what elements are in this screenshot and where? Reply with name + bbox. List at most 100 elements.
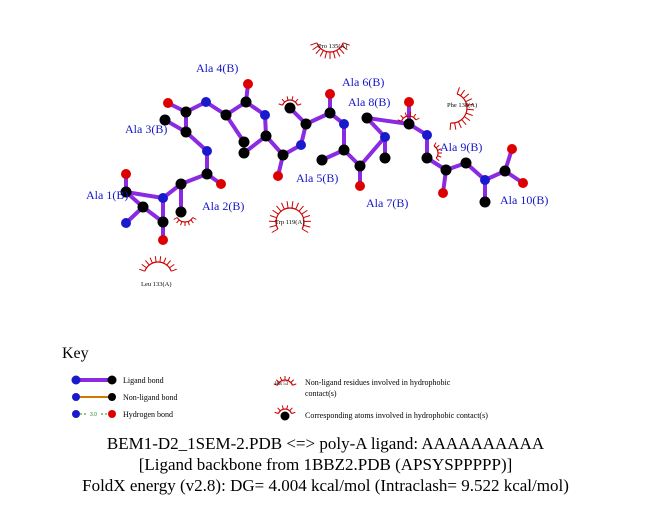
residue-label-ala9: Ala 9(B) — [440, 140, 482, 154]
hydrophobic-arc-icon — [273, 376, 297, 386]
nitrogen-atom — [202, 146, 212, 156]
residue-label-ala1: Ala 1(B) — [86, 188, 128, 202]
carbon-atom — [238, 136, 250, 148]
carbon-atom — [354, 160, 366, 172]
carbon-atom — [137, 201, 149, 213]
key-nonligand-bond: Non-ligand bond — [123, 393, 177, 402]
nitrogen-atom — [422, 130, 432, 140]
ligand-bond — [124, 190, 165, 200]
carbon-atom-icon — [108, 393, 116, 401]
hydrophobic-arc-phe138 — [449, 87, 474, 130]
hydrophobic-label-trp119: Trp 119(A) — [275, 219, 304, 226]
carbon-atom — [238, 147, 250, 159]
carbon-atom — [180, 106, 192, 118]
nitrogen-atom-icon — [72, 393, 80, 401]
carbon-atom — [284, 102, 296, 114]
carbon-atom — [361, 112, 373, 124]
carbon-atom — [479, 196, 491, 208]
key-hydrogen-bond: Hydrogen bond — [123, 410, 173, 419]
nitrogen-atom — [380, 132, 390, 142]
carbon-atom — [175, 178, 187, 190]
residue-label-ala10: Ala 10(B) — [500, 193, 548, 207]
ligand-bond — [365, 116, 411, 126]
residue-label-ala7: Ala 7(B) — [366, 196, 408, 210]
oxygen-atom — [216, 179, 226, 189]
legend-key: Key Ligand bond Non-ligand bond 3.0 Hydr… — [62, 345, 488, 421]
hydrophobic-label-leu133: Leu 133(A) — [141, 281, 172, 288]
contact-arc-icon — [274, 405, 296, 415]
nitrogen-atom-icon — [72, 410, 80, 418]
carbon-atom — [201, 168, 213, 180]
nitrogen-atom — [296, 140, 306, 150]
carbon-atom — [316, 154, 328, 166]
residue-label-ala2: Ala 2(B) — [202, 199, 244, 213]
nitrogen-atom — [201, 97, 211, 107]
oxygen-atom — [163, 98, 173, 108]
oxygen-atom — [243, 79, 253, 89]
oxygen-atom — [507, 144, 517, 154]
carbon-atom-icon — [280, 411, 290, 421]
carbon-atom — [180, 126, 192, 138]
caption-line-1: BEM1-D2_1SEM-2.PDB <=> poly-A ligand: AA… — [106, 434, 545, 453]
caption-line-3: FoldX energy (v2.8): DG= 4.004 kcal/mol … — [82, 476, 569, 495]
hydrophobic-label-pro135: Pro 135(A) — [318, 43, 347, 50]
carbon-atom — [120, 186, 132, 198]
carbon-atom — [240, 96, 252, 108]
carbon-atom — [324, 107, 336, 119]
contact-atom-icon — [274, 405, 296, 415]
atom-contact-arc — [173, 217, 197, 226]
oxygen-atom — [404, 97, 414, 107]
oxygen-atom — [273, 171, 283, 181]
carbon-atom — [260, 130, 272, 142]
hydrophobic-arc-leu133 — [139, 256, 177, 272]
carbon-atom — [440, 164, 452, 176]
atom-contact-arc — [397, 112, 420, 122]
key-hydrophobic-line2: contact(s) — [305, 389, 337, 398]
nitrogen-atom — [158, 193, 168, 203]
hydrophobic-arc-icon — [273, 376, 297, 386]
carbon-atom — [175, 206, 187, 218]
oxygen-atom-icon — [108, 410, 116, 418]
nitrogen-atom — [480, 175, 490, 185]
oxygen-atom — [121, 169, 131, 179]
key-hydrophobic-line1: Non-ligand residues involved in hydropho… — [305, 378, 451, 387]
nitrogen-atom — [121, 218, 131, 228]
hydrophobic-arc-trp119 — [268, 201, 312, 233]
carbon-atom — [403, 118, 415, 130]
carbon-atom — [157, 216, 169, 228]
carbon-atom — [499, 165, 511, 177]
oxygen-atom — [355, 181, 365, 191]
carbon-atom — [460, 157, 472, 169]
carbon-atom — [379, 152, 391, 164]
residue-label-ala4: Ala 4(B) — [196, 61, 238, 75]
nitrogen-atom — [260, 110, 270, 120]
hydrophobic-contacts — [139, 42, 474, 272]
oxygen-atom — [325, 89, 335, 99]
nitrogen-atom-icon — [71, 375, 81, 385]
carbon-atom — [338, 144, 350, 156]
residue-label-ala3: Ala 3(B) — [125, 122, 167, 136]
carbon-atom — [159, 114, 171, 126]
carbon-atom — [277, 149, 289, 161]
hydrophobic-arc-pro135 — [310, 42, 350, 59]
key-atoms-contact: Corresponding atoms involved in hydropho… — [305, 411, 488, 420]
ligand-bond — [358, 135, 387, 168]
carbon-atom — [300, 118, 312, 130]
atom-contact-arc — [278, 96, 302, 106]
caption-line-2: [Ligand backbone from 1BBZ2.PDB (APSYSPP… — [138, 455, 513, 474]
hydrophobic-label-phe138: Phe 138(A) — [447, 102, 477, 109]
residue-label-ala5: Ala 5(B) — [296, 171, 338, 185]
carbon-atom — [220, 109, 232, 121]
key-hydrophobic-example: His 53 — [275, 382, 289, 387]
carbon-atom — [421, 152, 433, 164]
oxygen-atom — [158, 235, 168, 245]
hbond-distance: 3.0 — [90, 412, 97, 418]
key-ligand-bond: Ligand bond — [123, 376, 164, 385]
nitrogen-atom — [339, 119, 349, 129]
carbon-atom-icon — [107, 375, 117, 385]
atom-contact-arc — [433, 142, 442, 162]
residue-label-ala8: Ala 8(B) — [348, 95, 390, 109]
oxygen-atom — [518, 178, 528, 188]
key-title: Key — [62, 345, 89, 362]
